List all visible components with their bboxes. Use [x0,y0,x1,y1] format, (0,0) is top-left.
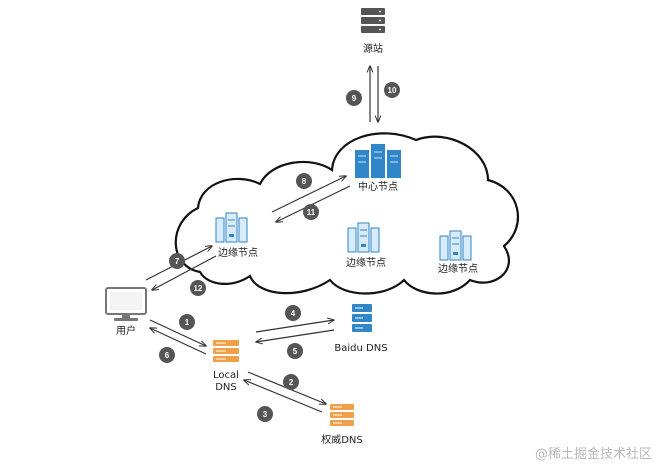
auth-dns-label: 权威DNS [321,433,363,446]
arrow-3 [244,380,323,413]
step-badge-1: 1 [179,314,195,330]
arrow-8 [271,176,346,213]
edge-node-mid-label: 边缘节点 [346,256,386,269]
arrow-1 [149,319,206,346]
baidu-dns-label: Baidu DNS [334,343,387,354]
svg-text:11: 11 [307,208,316,217]
step-badge-7: 7 [169,253,185,269]
svg-text:3: 3 [263,410,268,419]
step-badge-5: 5 [287,343,303,359]
step-badge-10: 10 [384,82,400,98]
step-badge-9: 9 [346,90,362,106]
origin-label: 源站 [363,42,383,55]
baidu-dns-server-icon [352,304,372,332]
local-dns-label-line1: Local [213,370,239,381]
local-dns-server-icon [213,340,239,362]
svg-text:2: 2 [289,378,294,387]
watermark: @稀土掘金技术社区 [535,446,652,462]
step-badge-2: 2 [283,374,299,390]
edge-node-left-server-icon [215,212,248,243]
svg-text:7: 7 [175,257,180,266]
arrow-12 [152,255,217,290]
center-node-label: 中心节点 [358,180,398,193]
step-badges: 9 10 8 11 7 12 1 6 4 5 2 3 [159,82,400,422]
arrow-6 [150,328,207,355]
svg-text:6: 6 [165,351,170,360]
svg-text:5: 5 [293,347,298,356]
user-label: 用户 [116,324,136,337]
svg-text:12: 12 [194,284,203,293]
step-badge-12: 12 [190,280,206,296]
edge-node-left-label: 边缘节点 [218,246,258,259]
flow-arrows [145,66,378,413]
svg-text:4: 4 [291,309,296,318]
svg-text:8: 8 [302,177,307,186]
step-badge-11: 11 [303,204,319,220]
edge-node-right-server-icon [439,230,472,261]
svg-text:1: 1 [185,318,190,327]
arrow-4 [255,320,334,333]
svg-text:9: 9 [352,94,357,103]
auth-dns-server-icon [330,404,354,426]
svg-text:10: 10 [388,86,397,95]
local-dns-label-line2: DNS [215,382,237,393]
cdn-cloud [174,132,519,295]
step-badge-3: 3 [257,406,273,422]
arrow-11 [276,185,351,222]
origin-server-icon [361,8,385,33]
step-badge-6: 6 [159,347,175,363]
edge-node-right-label: 边缘节点 [438,262,478,275]
edge-node-mid-server-icon [347,222,380,253]
arrow-5 [256,329,335,342]
center-node-server-icon [355,144,401,178]
user-computer-icon [105,287,147,321]
step-badge-4: 4 [285,305,301,321]
step-badge-8: 8 [296,173,312,189]
